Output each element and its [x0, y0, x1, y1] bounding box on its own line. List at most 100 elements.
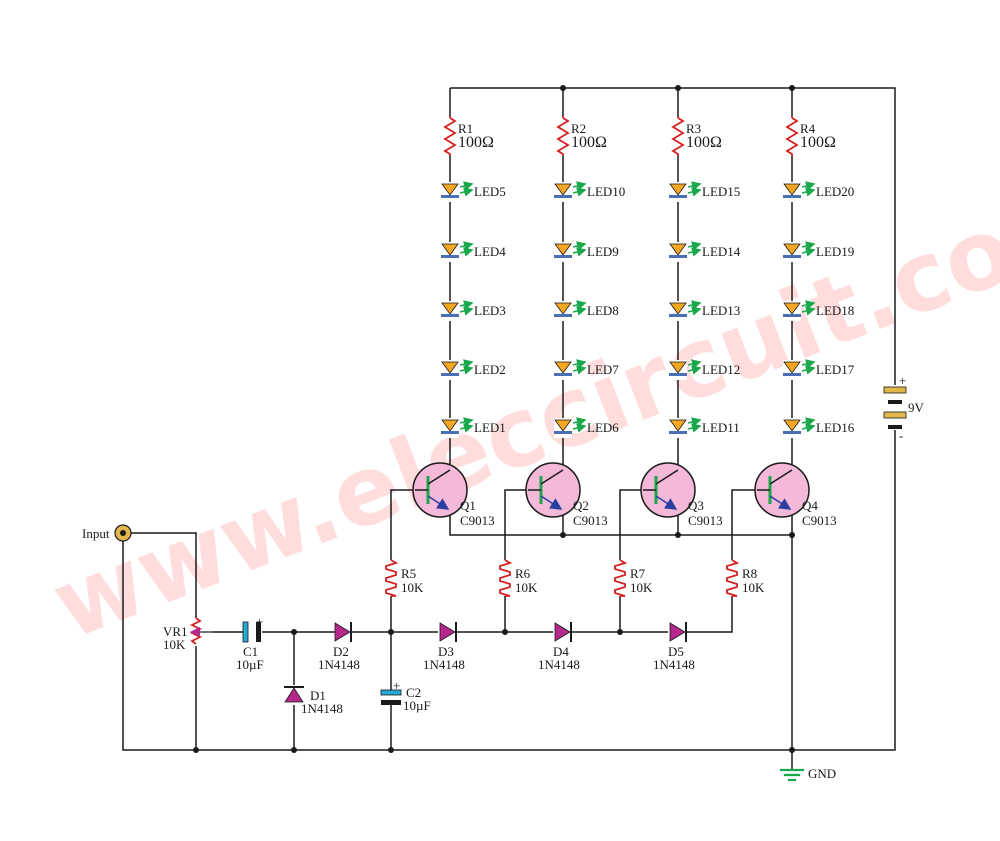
led: LED8	[554, 300, 619, 321]
battery-icon	[883, 386, 907, 394]
resistor-icon	[726, 559, 740, 597]
base-resistor-name: R6	[515, 566, 531, 581]
led-icon	[669, 183, 687, 196]
led: LED19	[783, 241, 854, 262]
junction-dot	[502, 629, 508, 635]
d4-name: D4	[553, 644, 569, 659]
battery-minus: -	[899, 428, 903, 443]
transistor-type: C9013	[573, 513, 608, 528]
d4-value: 1N4148	[538, 657, 580, 672]
d3-name: D3	[438, 644, 454, 659]
led-label: LED19	[816, 244, 854, 259]
led-label: LED2	[474, 362, 506, 377]
junction-dot	[388, 747, 394, 753]
led-icon	[441, 302, 459, 315]
base-resistor-value: 10K	[401, 580, 424, 595]
led-label: LED8	[587, 303, 619, 318]
resistor-value: 100Ω	[800, 134, 836, 151]
junction-dot	[617, 629, 623, 635]
led: LED12	[669, 359, 740, 380]
led-icon	[554, 302, 572, 315]
resistor-value: 100Ω	[686, 134, 722, 151]
led-label: LED20	[816, 184, 854, 199]
led-label: LED6	[587, 420, 619, 435]
led-icon	[783, 361, 801, 374]
led-icon	[441, 419, 459, 432]
resistor-name: R2	[571, 121, 586, 136]
junction-dot	[193, 747, 199, 753]
led-icon	[783, 183, 801, 196]
capacitor-c1: + C1 10µF	[236, 614, 264, 672]
diode-icon	[284, 687, 304, 703]
diode-icon	[669, 622, 686, 642]
transistor-name: Q2	[573, 498, 589, 513]
led-icon	[669, 419, 687, 432]
diode-icon	[554, 622, 571, 642]
d5-name: D5	[668, 644, 684, 659]
c1-name: C1	[243, 644, 258, 659]
led: LED7	[554, 359, 619, 380]
led-column: R3100ΩLED15LED14LED13LED12LED11Q3C9013R7…	[612, 88, 741, 597]
transistor-name: Q3	[688, 498, 704, 513]
led: LED4	[441, 241, 506, 262]
d5-value: 1N4148	[653, 657, 695, 672]
d2-value: 1N4148	[318, 657, 360, 672]
led-icon	[441, 183, 459, 196]
base-resistor-value: 10K	[630, 580, 653, 595]
diode-d2: D2 1N4148	[318, 622, 360, 672]
base-resistor-name: R7	[630, 566, 646, 581]
led-icon	[554, 419, 572, 432]
d1-value: 1N4148	[301, 701, 343, 716]
led-label: LED17	[816, 362, 855, 377]
led-label: LED14	[702, 244, 741, 259]
led-icon	[554, 183, 572, 196]
junction-dot	[789, 747, 795, 753]
led: LED15	[669, 181, 740, 202]
led-label: LED1	[474, 420, 506, 435]
led-label: LED15	[702, 184, 740, 199]
led-label: LED12	[702, 362, 740, 377]
resistor-name: R1	[458, 121, 473, 136]
led-icon	[669, 302, 687, 315]
junction-dot	[560, 532, 566, 538]
resistor-value: 100Ω	[458, 134, 494, 151]
wiper-arrow-icon	[190, 627, 200, 637]
led: LED9	[554, 241, 619, 262]
diode-d1: D1 1N4148	[284, 686, 343, 716]
led: LED18	[783, 300, 854, 321]
c1-plus: +	[256, 614, 263, 629]
led-icon	[783, 302, 801, 315]
resistor-name: R3	[686, 121, 701, 136]
resistor-icon	[614, 559, 628, 597]
transistor-type: C9013	[802, 513, 837, 528]
led: LED11	[669, 417, 740, 438]
led: LED20	[783, 181, 854, 202]
led-icon	[669, 243, 687, 256]
vr1-name: VR1	[163, 624, 188, 639]
led: LED10	[554, 181, 625, 202]
c2-value: 10µF	[403, 698, 431, 713]
potentiometer-vr1: VR1 10K	[163, 617, 212, 652]
base-resistor-value: 10K	[742, 580, 765, 595]
battery-9v: + - 9V	[883, 373, 925, 443]
input-jack: Input	[82, 524, 132, 542]
junction-dot	[789, 532, 795, 538]
d2-name: D2	[333, 644, 349, 659]
led-label: LED4	[474, 244, 506, 259]
battery-plus: +	[899, 373, 906, 388]
gnd-label: GND	[808, 766, 836, 781]
led-label: LED18	[816, 303, 854, 318]
led: LED17	[783, 359, 855, 380]
led-label: LED5	[474, 184, 506, 199]
led: LED3	[441, 300, 506, 321]
led: LED13	[669, 300, 740, 321]
